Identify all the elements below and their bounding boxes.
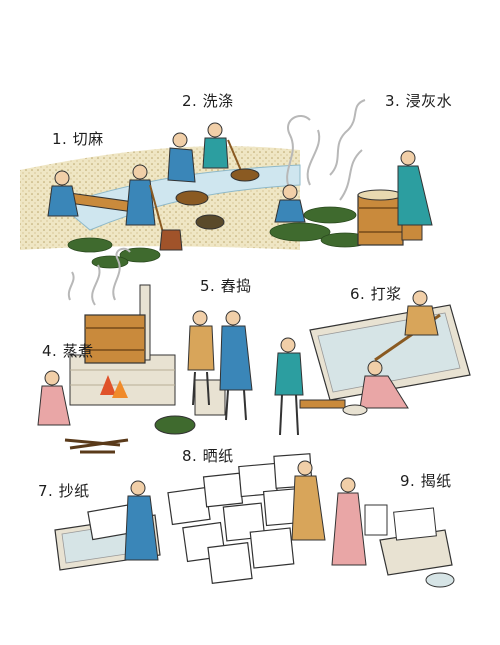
scene-pounding [154, 310, 253, 435]
step-label-5-pounding: 5. 舂捣 [200, 277, 252, 295]
steamer-barrel [84, 314, 146, 364]
lime-vat [357, 189, 404, 246]
steam-plume [286, 99, 366, 201]
scene-drying [167, 453, 313, 584]
drying-sheet [207, 542, 253, 584]
scene-sheet-forming [54, 480, 161, 571]
step-label-2-washing: 2. 洗涤 [182, 92, 234, 110]
scene-cutting-washing [20, 122, 301, 269]
paper-roll [425, 572, 455, 588]
step-label-6-pulping: 6. 打浆 [350, 285, 402, 303]
scene-steaming [37, 247, 176, 454]
drying-sheet [202, 472, 244, 508]
basket-bottom [195, 214, 225, 230]
basket-left [175, 190, 209, 206]
worker-peeling [331, 477, 367, 566]
step-label-3-lime-soaking: 3. 浸灰水 [385, 92, 453, 110]
basket-right [230, 168, 260, 182]
worker-crouching-lime [274, 184, 306, 223]
worker-pulping-pink [359, 360, 409, 409]
worker-washing [167, 132, 196, 183]
wooden-bench [299, 399, 346, 409]
worker-teal-robe [397, 150, 433, 226]
scene-lime-soaking [269, 99, 433, 248]
drying-sheet [167, 486, 211, 526]
drying-sheet [249, 527, 295, 569]
lime-foliage [269, 206, 370, 248]
worker-pulping-blue [274, 337, 304, 436]
paper-stack [379, 507, 453, 576]
firewood [64, 438, 129, 454]
step-label-4-steaming: 4. 蒸煮 [42, 342, 94, 360]
worker-cutting [47, 170, 79, 217]
steam-cloud-steamer [67, 247, 131, 306]
worker-pounding-right [219, 310, 253, 421]
paper-sheet-held [364, 504, 388, 536]
pulp-basket [154, 415, 196, 435]
water-jar [159, 229, 183, 251]
scene-peeling [331, 477, 455, 588]
step-label-9-peeling: 9. 揭纸 [400, 472, 452, 490]
step-label-7-forming: 7. 抄纸 [38, 482, 90, 500]
pulp-bowl [342, 404, 368, 416]
step-label-8-drying: 8. 晒纸 [182, 447, 234, 465]
step-label-1-cutting-hemp: 1. 切麻 [52, 130, 104, 148]
scene-pulping [274, 290, 471, 436]
worker-pulping-top [404, 290, 439, 336]
worker-forming [124, 480, 159, 561]
worker-sitting-fire [37, 370, 71, 426]
stone-mortar [194, 379, 226, 416]
worker-drying [291, 460, 326, 541]
worker-pounding-left [187, 310, 215, 406]
